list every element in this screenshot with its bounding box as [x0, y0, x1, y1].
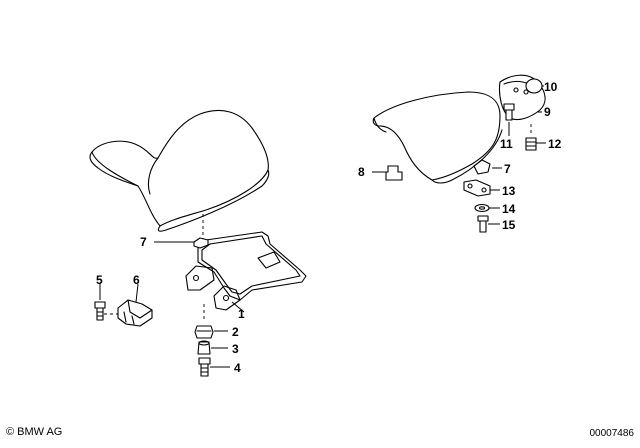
screw-11-drawing — [503, 103, 515, 121]
company-name: BMW AG — [17, 426, 63, 438]
knob-8-drawing — [385, 165, 403, 181]
screw-5-drawing — [94, 301, 106, 321]
spacer-3-drawing — [197, 340, 211, 355]
nut-7-right-drawing — [473, 159, 491, 175]
callout-4: 4 — [234, 361, 241, 375]
callout-8: 8 — [358, 165, 365, 179]
lock-bracket-6-drawing — [117, 299, 153, 327]
callout-5: 5 — [96, 273, 103, 287]
callout-12: 12 — [548, 137, 562, 151]
washer-14-drawing — [474, 203, 490, 213]
callout-11: 11 — [500, 137, 513, 151]
callout-10: 10 — [544, 80, 558, 94]
callout-2: 2 — [232, 325, 239, 339]
diagram-number: 00007486 — [589, 428, 635, 439]
copyright-notice: © BMW AG — [6, 426, 62, 438]
single-seat-drawing — [372, 91, 503, 184]
dual-seat-drawing — [89, 110, 270, 232]
callout-9: 9 — [544, 105, 551, 119]
callout-3: 3 — [232, 342, 239, 356]
callout-1: 1 — [238, 307, 245, 321]
screw-4-drawing — [198, 357, 211, 377]
seat-frame-drawing — [185, 231, 307, 311]
nut-7-left-drawing — [193, 237, 209, 249]
callout-14: 14 — [502, 202, 516, 216]
rubber-buffer-2-drawing — [194, 325, 214, 339]
screw-12-drawing — [525, 137, 537, 151]
callout-7-right: 7 — [504, 162, 511, 176]
callout-6: 6 — [133, 273, 140, 287]
copyright-icon: © — [6, 426, 15, 438]
leader-1 — [231, 301, 245, 313]
callout-15: 15 — [502, 218, 516, 232]
leader-6 — [135, 283, 139, 303]
bracket-13-drawing — [463, 179, 491, 197]
callout-7-left: 7 — [140, 235, 147, 249]
cap-10-drawing — [525, 78, 543, 94]
screw-15-drawing — [477, 215, 489, 233]
callout-13: 13 — [502, 184, 516, 198]
